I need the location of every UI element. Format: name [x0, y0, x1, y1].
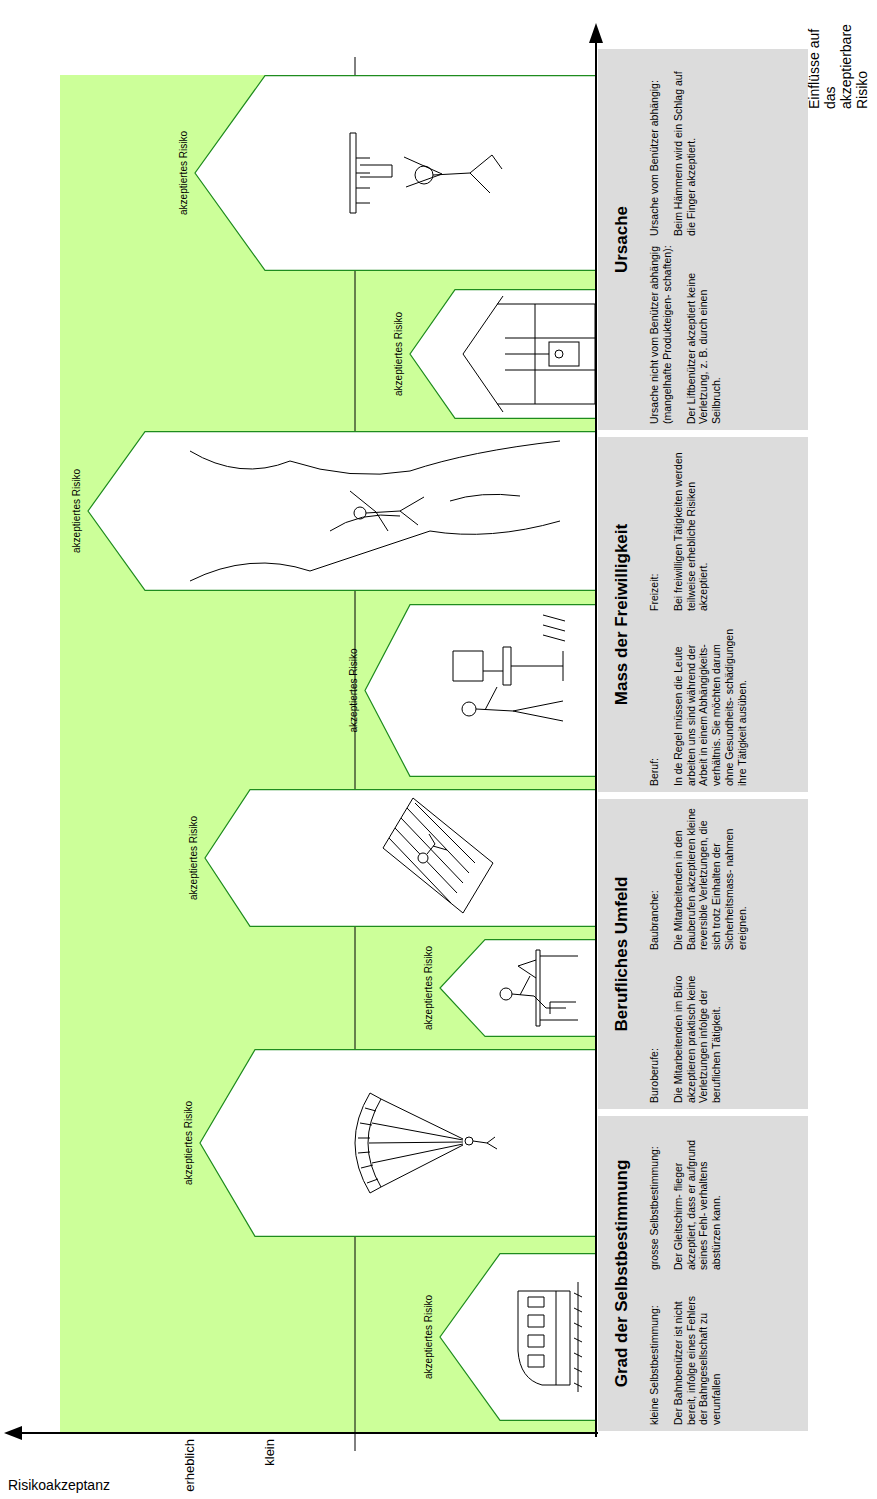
- y-axis: [18, 1432, 598, 1434]
- influence-panel: UrsacheUrsache nicht vom Benützer abhäng…: [598, 49, 808, 430]
- scale-label: klein: [262, 1439, 277, 1499]
- column-text: Beim Hämmern wird ein Schlag auf die Fin…: [672, 56, 698, 236]
- risk-pentagon: akzeptiertes Risiko: [390, 289, 596, 419]
- risk-pentagon: akzeptiertes Risiko: [185, 789, 596, 927]
- risk-label: akzeptiertes Risiko: [423, 929, 434, 1047]
- pentagon-shape: [365, 605, 596, 777]
- panel-title: Berufliches Umfeld: [612, 803, 632, 1105]
- pentagon-shape: [200, 1050, 596, 1237]
- column-text: Die Mitarbeitenden im Büro akzeptieren p…: [672, 958, 723, 1103]
- right-column: grosse Selbstbestimmung: Der Gleitschirm-…: [648, 1123, 723, 1270]
- acceptance-area: [60, 75, 596, 1433]
- panel-title: Mass der Freiwilligkeit: [612, 441, 632, 788]
- paraglider-icon: [355, 1093, 497, 1193]
- column-text: Die Mitarbeitenden in den Bauberufen akz…: [672, 805, 749, 950]
- hammer-icon: [350, 133, 502, 213]
- column-heading: kleine Selbstbestimmung:: [648, 1278, 661, 1425]
- influence-panel: Grad der Selbstbestimmung kleine Selbstbe…: [598, 1116, 808, 1431]
- column-text: Der Bahnbenützer ist nicht bereit, infol…: [672, 1278, 723, 1425]
- left-column: Ursache nicht vom Benützer abhängig (man…: [648, 244, 723, 424]
- column-heading: Beruf:: [648, 619, 661, 786]
- column-heading: Ursache vom Benützer abhängig:: [648, 56, 661, 236]
- right-column: Ursache vom Benützer abhängig: Beim Hämme…: [648, 56, 697, 236]
- risk-label: akzeptiertes Risiko: [71, 421, 82, 601]
- risk-pentagon: akzeptiertes Risiko: [175, 75, 596, 271]
- column-heading: grosse Selbstbestimmung:: [648, 1123, 661, 1270]
- pentagon-outline: [185, 789, 596, 927]
- pentagon-shape: [88, 432, 596, 591]
- risk-pentagon: akzeptiertes Risiko: [345, 604, 596, 777]
- risk-label: akzeptiertes Risiko: [188, 779, 199, 937]
- pentagon-outline: [345, 604, 596, 777]
- risk-label: akzeptiertes Risiko: [393, 279, 404, 429]
- column-heading: Buroberufe:: [648, 958, 661, 1103]
- scale-label: erheblich: [182, 1439, 197, 1499]
- column-text: Bei freiwilligen Tätigkeiten werden teil…: [672, 444, 710, 611]
- x-axis: [595, 41, 597, 1437]
- pentagon-outline: [180, 1049, 596, 1237]
- influence-panel: Mass der FreiwilligkeitBeruf: In de Regel…: [598, 437, 808, 792]
- pentagon-outline: [420, 1253, 596, 1421]
- y-axis-arrow: [4, 1426, 22, 1440]
- pentagon-outline: [390, 289, 596, 419]
- axis-title: Risikoakzeptanz: [8, 1477, 110, 1493]
- pentagon-shape: [205, 790, 596, 927]
- construction-icon: [383, 798, 493, 913]
- left-column: Beruf: In de Regel müssen die Leute arbei…: [648, 619, 749, 786]
- elevator-icon: [463, 296, 595, 412]
- column-text: Der Gleitschirm- flieger akzeptiert, das…: [672, 1123, 723, 1270]
- pentagon-shape: [440, 940, 596, 1037]
- left-column: kleine Selbstbestimmung: Der Bahnbenützer…: [648, 1278, 723, 1425]
- left-column: Buroberufe: Die Mitarbeitenden im Büro ak…: [648, 958, 723, 1103]
- risk-label: akzeptiertes Risiko: [348, 594, 359, 787]
- climbing-icon: [190, 441, 560, 581]
- right-column: Baubranche: Die Mitarbeitenden in den Bau…: [648, 805, 749, 950]
- pentagon-shape: [195, 76, 596, 271]
- risk-pentagon: akzeptiertes Risiko: [420, 1253, 596, 1421]
- x-axis-arrow: [589, 23, 603, 43]
- pentagon-outline: [68, 431, 596, 591]
- column-heading: Baubranche:: [648, 805, 661, 950]
- risk-pentagon: akzeptiertes Risiko: [180, 1049, 596, 1237]
- office-icon: [500, 950, 578, 1026]
- risk-pentagon: akzeptiertes Risiko: [68, 431, 596, 591]
- column-heading: Ursache nicht vom Benützer abhängig (man…: [648, 244, 674, 424]
- pentagon-shape: [410, 290, 596, 419]
- column-text: Der Liftbenützer akzeptiert keine Verlet…: [685, 244, 723, 424]
- risk-pentagon: akzeptiertes Risiko: [420, 939, 596, 1037]
- panel-title: Ursache: [612, 53, 632, 426]
- right-column: Freizeit: Bei freiwilligen Tätigkeiten we…: [648, 444, 710, 611]
- risk-label: akzeptiertes Risiko: [423, 1243, 434, 1431]
- column-heading: Freizeit:: [648, 444, 661, 611]
- train-icon: [518, 1282, 582, 1392]
- risk-label: akzeptiertes Risiko: [183, 1039, 194, 1247]
- axis-title: Einflüsse auf das akzeptierbare Risiko: [806, 3, 870, 109]
- column-text: In de Regel müssen die Leute arbeiten un…: [672, 619, 749, 786]
- risk-label: akzeptiertes Risiko: [178, 65, 189, 281]
- pentagon-shape: [440, 1254, 596, 1421]
- pentagon-outline: [420, 939, 596, 1037]
- panel-title: Grad der Selbstbestimmung: [612, 1120, 632, 1427]
- influence-panel: Berufliches UmfeldBuroberufe: Die Mitarbe…: [598, 799, 808, 1109]
- workshop-icon: [453, 615, 565, 721]
- pentagon-outline: [175, 75, 596, 271]
